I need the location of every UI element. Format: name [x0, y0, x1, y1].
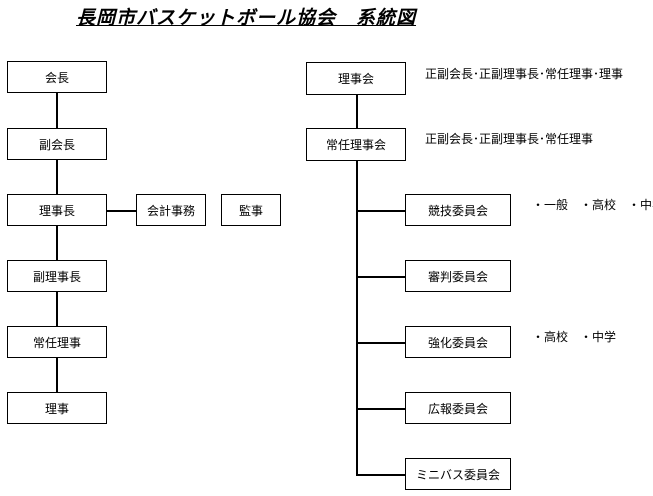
committee-branch-minibasket: [356, 474, 406, 476]
committee-branch-referee: [356, 276, 406, 278]
strengthening-categories-note: ・高校 ・中学: [532, 330, 617, 344]
publicity-committee-box: 広報委員会: [405, 392, 511, 424]
page-title: 長岡市バスケットボール協会 系統図: [76, 7, 417, 29]
left-trunk-line: [56, 92, 58, 393]
accounting-connector-line: [106, 210, 137, 212]
vice-president-box: 副会長: [7, 128, 107, 160]
accounting-box: 会計事務: [136, 194, 206, 226]
strengthening-committee-box: 強化委員会: [405, 326, 511, 358]
committee-branch-competition: [356, 210, 406, 212]
competition-committee-box: 競技委員会: [405, 194, 511, 226]
board-box: 理事会: [306, 62, 406, 95]
board-members-note: 正副会長･正副理事長･常任理事･理事: [425, 67, 624, 81]
committee-branch-strengthening: [356, 342, 406, 344]
minibasket-committee-box: ミニバス委員会: [405, 458, 511, 490]
committee-branch-publicity: [356, 408, 406, 410]
board-connector-line: [356, 94, 358, 129]
standing-board-box: 常任理事会: [306, 128, 406, 161]
chairman-box: 理事長: [7, 194, 107, 226]
standing-board-members-note: 正副会長･正副理事長･常任理事: [425, 132, 594, 146]
president-box: 会長: [7, 61, 107, 93]
director-box: 理事: [7, 392, 107, 424]
competition-categories-note: ・一般 ・高校 ・中学: [532, 198, 653, 212]
standing-director-box: 常任理事: [7, 326, 107, 358]
auditor-box: 監事: [221, 194, 281, 226]
referee-committee-box: 審判委員会: [405, 260, 511, 292]
vice-chairman-box: 副理事長: [7, 260, 107, 292]
committee-trunk-line: [356, 160, 358, 475]
